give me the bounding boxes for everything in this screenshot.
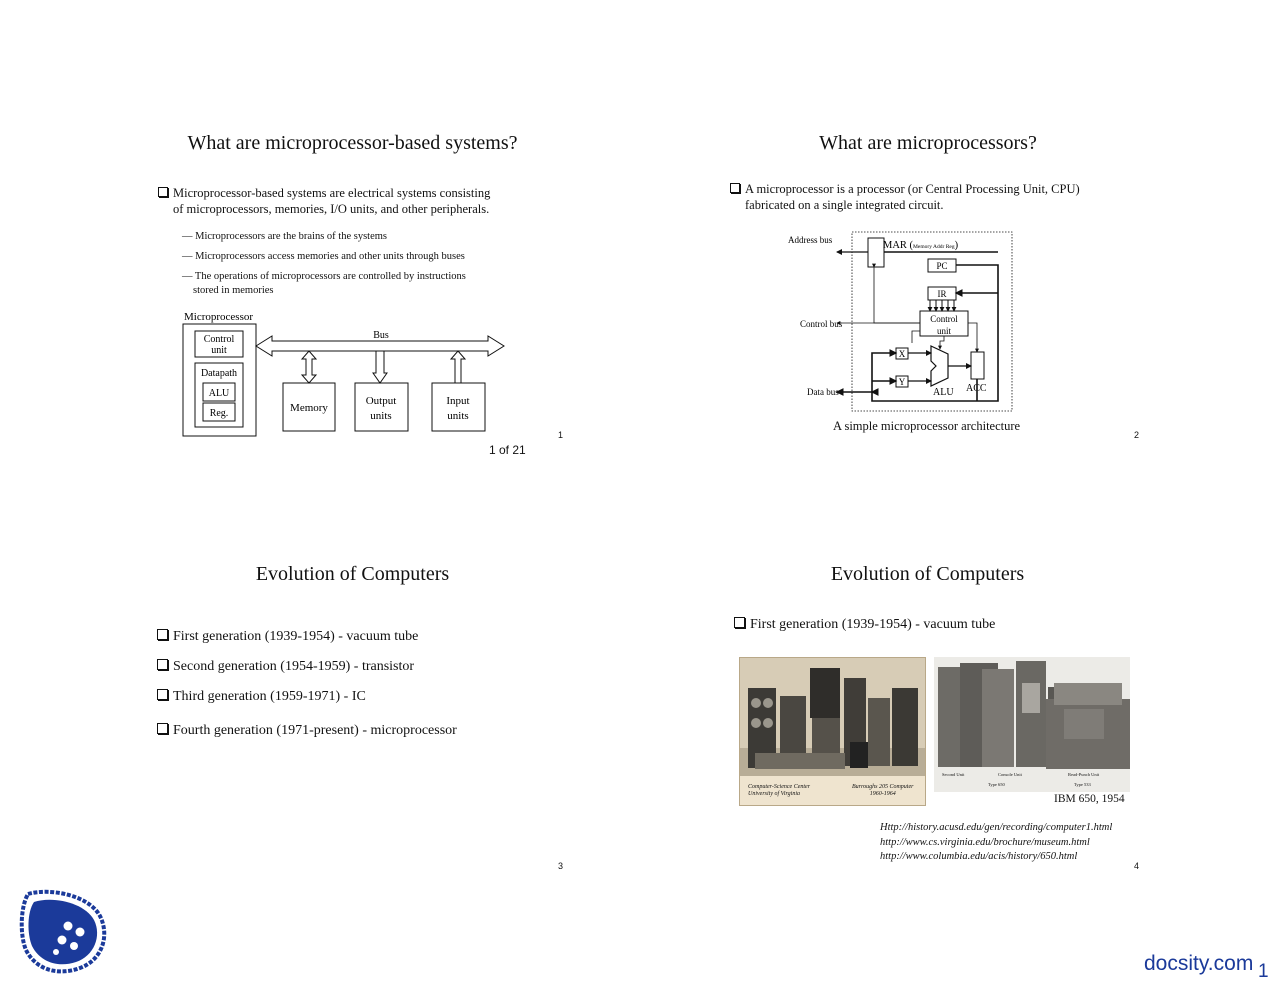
slide1-page-number: 1 bbox=[558, 430, 564, 440]
slide1-sub2: — Microprocessors access memories and ot… bbox=[182, 251, 465, 262]
slide1-sub3: — The operations of microprocessors are … bbox=[182, 271, 466, 296]
slide3-item-2: Second generation (1954-1959) - transist… bbox=[157, 659, 414, 675]
alu-label: ALU bbox=[933, 387, 954, 398]
burroughs-computer-photo: Computer-Science Center University of Vi… bbox=[739, 657, 926, 806]
slide4-title: Evolution of Computers bbox=[830, 563, 1025, 585]
checkbox-bullet-icon bbox=[158, 187, 168, 197]
memory-label: Memory bbox=[290, 402, 328, 414]
corner-page-number: 1 bbox=[1258, 961, 1269, 982]
svg-text:MAR (Memory Addr Reg): MAR (Memory Addr Reg) bbox=[883, 240, 959, 251]
ir-label: IR bbox=[938, 289, 947, 299]
slide3-title: Evolution of Computers bbox=[255, 563, 450, 585]
ibm-650-photo: Second Unit Console Unit Read-Punch Unit… bbox=[934, 657, 1130, 792]
slide3-item-4: Fourth generation (1971-present) - micro… bbox=[157, 723, 457, 739]
control-label: Control bbox=[930, 314, 958, 324]
control-unit-label: unit bbox=[937, 326, 952, 336]
microprocessor-system-diagram: Microprocessor Control unit Datapath ALU… bbox=[182, 311, 505, 437]
input-units-label: units bbox=[447, 410, 468, 422]
alu-label: ALU bbox=[209, 388, 230, 399]
checkbox-bullet-icon bbox=[157, 629, 168, 640]
photo-caption: IBM 650, 1954 bbox=[1054, 793, 1125, 805]
slide1-bullet: Microprocessor-based systems are electri… bbox=[158, 185, 490, 217]
reference-link-1[interactable]: Http://history.acusd.edu/gen/recording/c… bbox=[880, 822, 1113, 833]
slide3-item-1: First generation (1939-1954) - vacuum tu… bbox=[157, 629, 418, 645]
reference-link-2[interactable]: http://www.cs.virginia.edu/brochure/muse… bbox=[880, 836, 1090, 848]
microprocessor-architecture-diagram: Address bus Control bus Data bus MAR (Me… bbox=[788, 231, 1013, 412]
slide3-page-number: 3 bbox=[558, 861, 564, 871]
control-label: Control bbox=[204, 334, 235, 345]
control-bus-label: Control bus bbox=[800, 319, 843, 329]
slide4-page-number: 4 bbox=[1134, 861, 1140, 871]
slide2-title: What are microprocessors? bbox=[819, 132, 1037, 154]
checkbox-bullet-icon bbox=[157, 689, 168, 700]
photo2-label-1: Second Unit bbox=[942, 772, 965, 777]
reference-link-3[interactable]: http://www.columbia.edu/acis/history/650… bbox=[880, 851, 1078, 862]
docsity-brand-link[interactable]: docsity.com bbox=[1144, 952, 1254, 975]
output-units-label: units bbox=[370, 410, 391, 422]
y-register-label: Y bbox=[899, 377, 906, 387]
datapath-label: Datapath bbox=[201, 368, 237, 379]
slide2-page-number: 2 bbox=[1134, 430, 1140, 440]
slide1-title: What are microprocessor-based systems? bbox=[187, 132, 518, 154]
checkbox-bullet-icon bbox=[157, 723, 168, 734]
data-bus-label: Data bus bbox=[807, 387, 839, 397]
pc-label: PC bbox=[936, 261, 947, 271]
slide2-bullet: A microprocessor is a processor (or Cent… bbox=[730, 181, 1080, 213]
memory-bus-arrow bbox=[300, 350, 318, 384]
docsity-logo-icon[interactable] bbox=[18, 888, 108, 976]
slide1-sub1: — Microprocessors are the brains of the … bbox=[182, 231, 387, 242]
burroughs-computer-illustration bbox=[740, 658, 925, 805]
address-bus-label: Address bus bbox=[788, 235, 833, 245]
microprocessor-label: Microprocessor bbox=[184, 311, 253, 323]
control-unit-label: unit bbox=[211, 345, 227, 356]
photo1-caption-right: Burroughs 205 Computer 1960-1964 bbox=[852, 784, 914, 797]
x-register-label: X bbox=[899, 349, 906, 359]
bus-label: Bus bbox=[373, 330, 389, 341]
reference-links: Http://history.acusd.edu/gen/recording/c… bbox=[880, 821, 1112, 865]
checkbox-bullet-icon bbox=[157, 659, 168, 670]
photo2-type-1: Type 650 bbox=[988, 782, 1005, 787]
bus-arrow bbox=[255, 335, 505, 357]
reg-label: Reg. bbox=[210, 408, 229, 419]
photo2-label-3: Read-Punch Unit bbox=[1068, 772, 1100, 777]
checkbox-bullet-icon bbox=[734, 617, 745, 628]
slide3-item-3: Third generation (1959-1971) - IC bbox=[157, 689, 366, 705]
photo2-type-2: Type 533 bbox=[1074, 782, 1091, 787]
page-counter: 1 of 21 bbox=[489, 443, 526, 457]
checkbox-bullet-icon bbox=[730, 183, 740, 193]
photo2-label-2: Console Unit bbox=[998, 772, 1022, 777]
output-label: Output bbox=[366, 395, 397, 407]
photo1-caption-left: Computer-Science Center University of Vi… bbox=[748, 784, 811, 797]
slide4-item: First generation (1939-1954) - vacuum tu… bbox=[734, 617, 995, 633]
input-label: Input bbox=[446, 395, 469, 407]
output-bus-arrow bbox=[372, 350, 388, 384]
ibm-650-illustration bbox=[934, 657, 1130, 792]
slide2-caption: A simple microprocessor architecture bbox=[833, 419, 1021, 433]
input-bus-arrow bbox=[449, 350, 467, 384]
